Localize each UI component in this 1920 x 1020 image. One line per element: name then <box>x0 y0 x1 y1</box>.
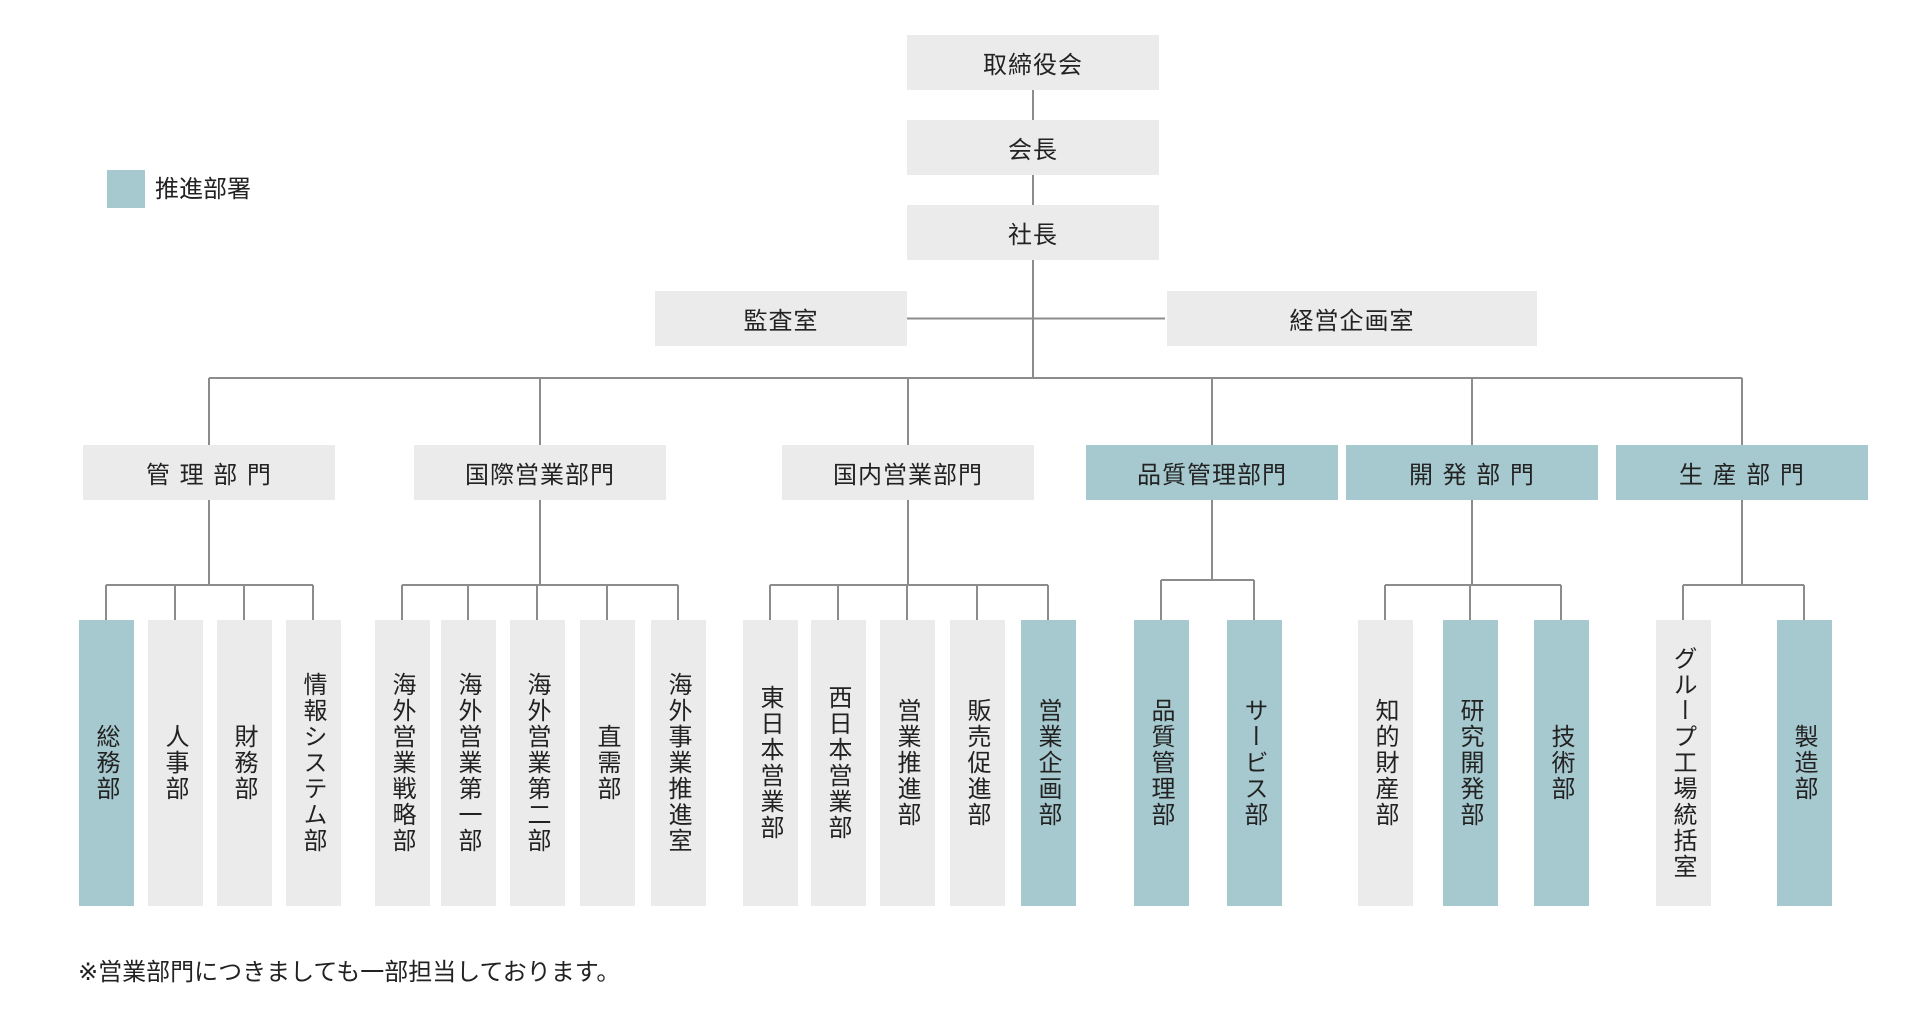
unit-box-3-0-label: 品質管理部 <box>1147 698 1175 828</box>
staff-box-0: 監査室 <box>655 291 907 346</box>
unit-box-1-2: 海外営業第二部 <box>509 620 565 906</box>
division-box-1-label: 国際営業部門 <box>465 461 615 489</box>
division-box-3: 品質管理部門 <box>1086 445 1338 500</box>
unit-box-1-4-label: 海外事業推進室 <box>664 672 692 854</box>
unit-box-2-0: 東日本営業部 <box>742 620 798 906</box>
unit-box-3-1: サービス部 <box>1226 620 1282 906</box>
unit-box-0-3-label: 情報システム部 <box>299 672 327 854</box>
division-box-5-label: 生 産 部 門 <box>1679 461 1805 489</box>
unit-box-1-0: 海外営業戦略部 <box>374 620 430 906</box>
legend-swatch <box>107 170 145 208</box>
staff-box-1: 経営企画室 <box>1167 291 1537 346</box>
division-box-0: 管 理 部 門 <box>83 445 335 500</box>
unit-box-2-4-label: 営業企画部 <box>1034 698 1062 828</box>
unit-box-2-1: 西日本営業部 <box>810 620 866 906</box>
unit-box-0-1-label: 人事部 <box>161 724 189 802</box>
division-box-3-label: 品質管理部門 <box>1137 461 1287 489</box>
unit-box-4-0-label: 知的財産部 <box>1371 698 1399 828</box>
unit-box-0-2-label: 財務部 <box>230 724 258 802</box>
unit-box-2-0-label: 東日本営業部 <box>756 685 784 841</box>
unit-box-0-0-label: 総務部 <box>92 724 120 802</box>
staff-box-0-label: 監査室 <box>743 307 819 335</box>
top-box-0-label: 取締役会 <box>983 51 1083 79</box>
unit-box-1-0-label: 海外営業戦略部 <box>388 672 416 854</box>
unit-box-5-1: 製造部 <box>1776 620 1832 906</box>
legend-label: 推進部署 <box>155 175 251 203</box>
unit-box-5-0: グループ工場統括室 <box>1655 620 1711 906</box>
unit-box-0-2: 財務部 <box>216 620 272 906</box>
unit-box-2-2: 営業推進部 <box>879 620 935 906</box>
unit-box-2-3-label: 販売促進部 <box>963 698 991 828</box>
unit-box-1-4: 海外事業推進室 <box>650 620 706 906</box>
division-box-1: 国際営業部門 <box>414 445 666 500</box>
staff-box-1-label: 経営企画室 <box>1289 307 1415 335</box>
unit-box-2-4: 営業企画部 <box>1020 620 1076 906</box>
unit-box-2-3: 販売促進部 <box>949 620 1005 906</box>
unit-box-0-0: 総務部 <box>78 620 134 906</box>
top-box-2-label: 社長 <box>1008 221 1058 249</box>
top-box-2: 社長 <box>907 205 1159 260</box>
unit-box-4-0: 知的財産部 <box>1357 620 1413 906</box>
unit-box-1-3: 直需部 <box>579 620 635 906</box>
division-box-2-label: 国内営業部門 <box>833 461 983 489</box>
top-box-0: 取締役会 <box>907 35 1159 90</box>
unit-box-2-1-label: 西日本営業部 <box>824 685 852 841</box>
top-box-1-label: 会長 <box>1008 136 1058 164</box>
unit-box-3-1-label: サービス部 <box>1240 698 1268 828</box>
unit-box-4-2-label: 技術部 <box>1547 724 1575 802</box>
unit-box-5-1-label: 製造部 <box>1790 724 1818 802</box>
division-box-4: 開 発 部 門 <box>1346 445 1598 500</box>
unit-box-3-0: 品質管理部 <box>1133 620 1189 906</box>
division-box-5: 生 産 部 門 <box>1616 445 1868 500</box>
division-box-2: 国内営業部門 <box>782 445 1034 500</box>
division-box-0-label: 管 理 部 門 <box>146 461 272 489</box>
top-box-1: 会長 <box>907 120 1159 175</box>
unit-box-4-1: 研究開発部 <box>1442 620 1498 906</box>
unit-box-5-0-label: グループ工場統括室 <box>1669 646 1697 880</box>
unit-box-1-2-label: 海外営業第二部 <box>523 672 551 854</box>
unit-box-2-2-label: 営業推進部 <box>893 698 921 828</box>
footnote: ※営業部門につきましても一部担当しております。 <box>78 958 621 986</box>
unit-box-4-2: 技術部 <box>1533 620 1589 906</box>
unit-box-1-1-label: 海外営業第一部 <box>454 672 482 854</box>
unit-box-0-3: 情報システム部 <box>285 620 341 906</box>
unit-box-0-1: 人事部 <box>147 620 203 906</box>
unit-box-1-1: 海外営業第一部 <box>440 620 496 906</box>
division-box-4-label: 開 発 部 門 <box>1409 461 1535 489</box>
unit-box-1-3-label: 直需部 <box>593 724 621 802</box>
unit-box-4-1-label: 研究開発部 <box>1456 698 1484 828</box>
